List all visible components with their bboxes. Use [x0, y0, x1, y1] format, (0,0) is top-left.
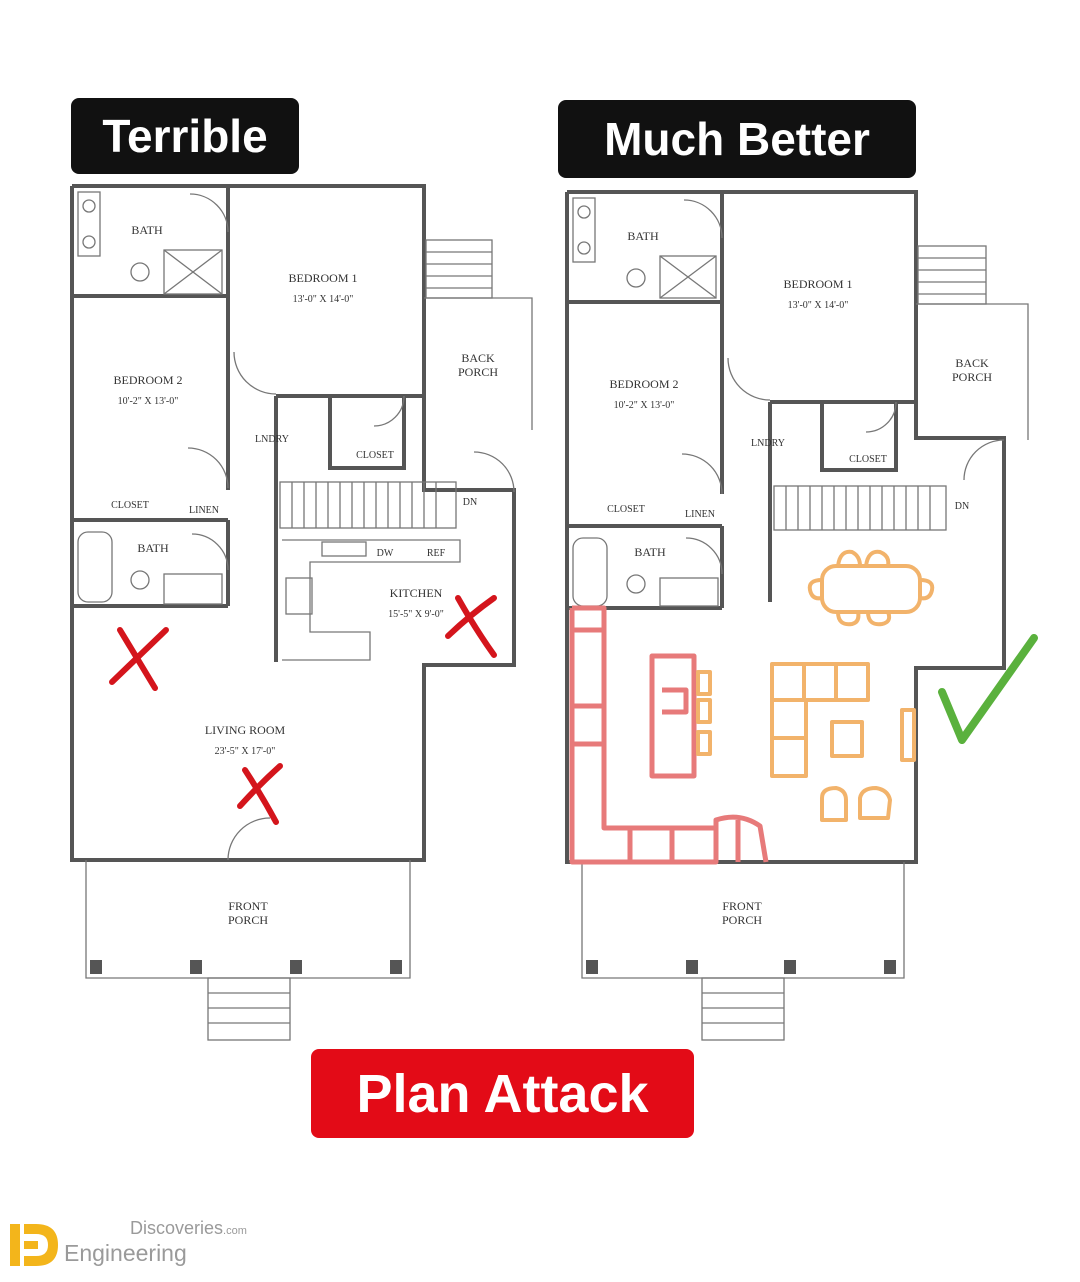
toilet: [626, 268, 646, 288]
label-front: FRONT: [722, 899, 762, 913]
door-swing: [191, 533, 229, 571]
door-swing: [473, 451, 515, 493]
label-living-room: LIVING ROOM: [205, 723, 286, 737]
plan-much-better: BATH BEDROOM 1 13'-0" X 14'-0" BEDROOM 2…: [565, 190, 1038, 1041]
label-dn: DN: [955, 501, 969, 512]
door-swing: [685, 537, 723, 575]
closet-wall: [328, 396, 406, 470]
heading-plan-attack: Plan Attack: [311, 1049, 694, 1138]
door-swing: [373, 395, 405, 427]
label-porch: PORCH: [952, 370, 992, 384]
label-closet-1: CLOSET: [849, 454, 887, 465]
toilet: [626, 574, 646, 594]
brand-logo: Discoveries.com Engineering: [8, 1218, 268, 1273]
label-closet-1: CLOSET: [356, 450, 394, 461]
bathtub: [77, 531, 113, 603]
door-swing: [187, 447, 229, 489]
kitchen-sketch: [569, 605, 769, 865]
door-swing: [681, 453, 723, 495]
label-kitchen: KITCHEN: [390, 586, 443, 600]
porch-post: [586, 960, 598, 974]
porch-post: [190, 960, 202, 974]
door-swing: [683, 199, 723, 239]
vanity: [572, 197, 596, 263]
kitchen-counter: [282, 539, 461, 661]
porch-post: [290, 960, 302, 974]
label-bedroom2: BEDROOM 2: [113, 373, 182, 387]
label-bedroom2: BEDROOM 2: [609, 377, 678, 391]
label-bath-2: BATH: [137, 541, 169, 555]
bath-sink: [163, 573, 223, 605]
front-steps: [207, 977, 291, 1041]
closet-wall: [820, 402, 898, 472]
label-closet-2: CLOSET: [111, 500, 149, 511]
label-kitchen-size: 15'-5" X 9'-0": [388, 609, 444, 620]
bathtub: [572, 537, 608, 607]
label-linen: LINEN: [685, 509, 715, 520]
label-closet-2: CLOSET: [607, 504, 645, 515]
label-linen: LINEN: [189, 505, 219, 516]
label-bedroom1-size: 13'-0" X 14'-0": [788, 300, 849, 311]
porch-post: [390, 960, 402, 974]
label-porch: PORCH: [458, 365, 498, 379]
brand-name-top: Discoveries.com: [130, 1218, 247, 1238]
x-mark: [237, 763, 283, 825]
door-swing: [233, 351, 277, 395]
label-living-room-size: 23'-5" X 17'-0": [215, 746, 276, 757]
shower: [659, 255, 717, 299]
back-steps: [917, 245, 987, 305]
kitchen-sink: [321, 541, 367, 557]
label-dn: DN: [463, 497, 477, 508]
plan-terrible: BATH BEDROOM 1 13'-0" X 14'-0" BEDROOM 2…: [70, 184, 533, 1041]
label-back: BACK: [461, 351, 495, 365]
porch-post: [686, 960, 698, 974]
stairs: [279, 481, 457, 529]
stairs: [773, 485, 947, 531]
label-front: FRONT: [228, 899, 268, 913]
stove: [285, 577, 313, 615]
brand-logo-icon: [10, 1224, 58, 1266]
label-front-porch: PORCH: [722, 913, 762, 927]
porch-post: [784, 960, 796, 974]
heading-much-better: Much Better: [558, 100, 916, 178]
porch-post: [884, 960, 896, 974]
label-front-porch: PORCH: [228, 913, 268, 927]
brand-name-bottom: Engineering: [64, 1240, 187, 1266]
label-bedroom1: BEDROOM 1: [783, 277, 852, 291]
door-swing: [727, 357, 771, 401]
front-steps: [701, 977, 785, 1041]
label-bedroom2-size: 10'-2" X 13'-0": [614, 400, 675, 411]
exterior-wall: [70, 184, 516, 862]
label-laundry: LNDRY: [751, 438, 785, 449]
label-bath: BATH: [627, 229, 659, 243]
label-bedroom1-size: 13'-0" X 14'-0": [293, 294, 354, 305]
label-back: BACK: [955, 356, 989, 370]
label-bedroom2-size: 10'-2" X 13'-0": [118, 396, 179, 407]
toilet: [130, 570, 150, 590]
shower: [163, 249, 223, 295]
vanity: [77, 191, 101, 257]
label-laundry: LNDRY: [255, 434, 289, 445]
door-swing: [963, 439, 1005, 481]
check-mark: [938, 634, 1038, 744]
bath-sink: [659, 577, 719, 607]
back-steps: [425, 239, 493, 299]
toilet: [130, 262, 150, 282]
furniture-sketch: [696, 549, 935, 822]
label-dw: DW: [377, 548, 394, 559]
porch-post: [90, 960, 102, 974]
label-bath: BATH: [131, 223, 163, 237]
x-mark: [445, 595, 497, 658]
heading-terrible: Terrible: [71, 98, 299, 174]
x-mark: [109, 627, 169, 691]
door-swing: [227, 817, 271, 861]
label-ref: REF: [427, 548, 446, 559]
door-swing: [189, 193, 229, 233]
label-bedroom1: BEDROOM 1: [288, 271, 357, 285]
label-bath-2: BATH: [634, 545, 666, 559]
door-swing: [865, 401, 897, 433]
